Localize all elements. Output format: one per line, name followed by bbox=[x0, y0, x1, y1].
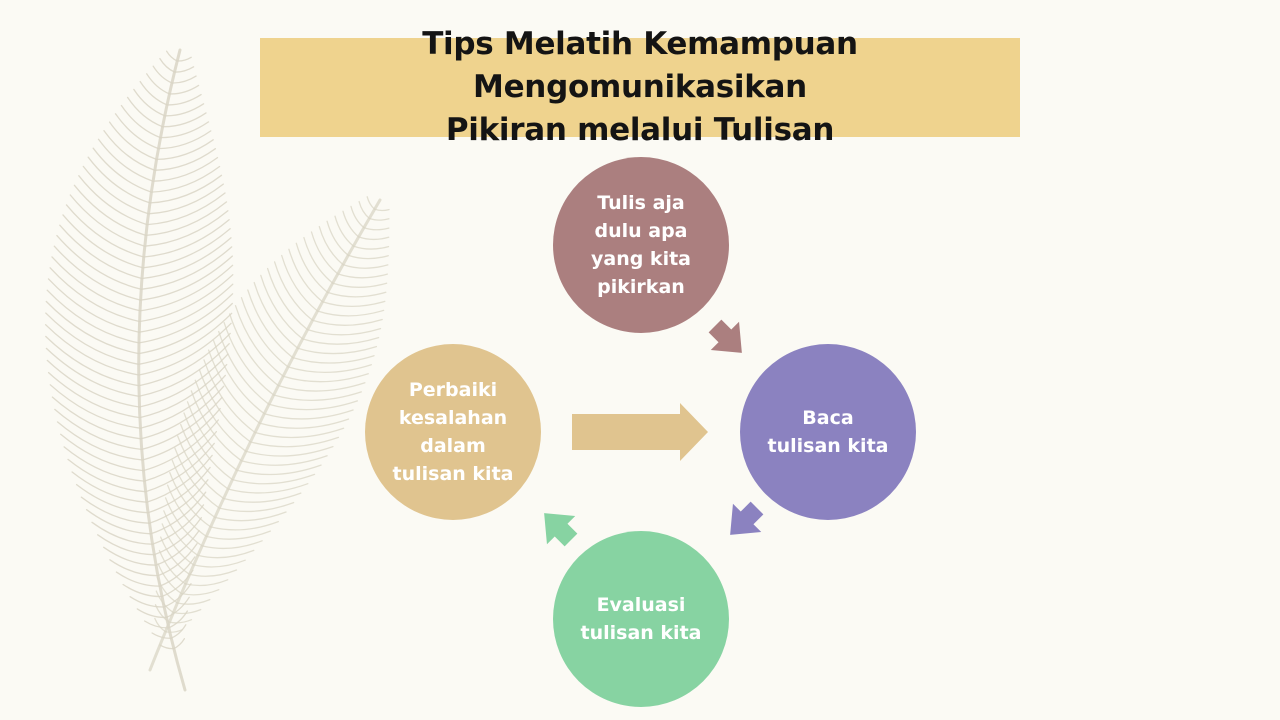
arrow-step3-to-step4 bbox=[544, 513, 578, 547]
step-node-baca: Baca tulisan kita bbox=[740, 344, 916, 520]
arrow-step4-to-step2 bbox=[572, 403, 708, 461]
step-label: Evaluasi tulisan kita bbox=[580, 594, 702, 644]
step-label: Tulis aja dulu apa yang kita pikirkan bbox=[590, 192, 691, 298]
arrow-step2-to-step3 bbox=[730, 501, 764, 535]
step-node-tulis: Tulis aja dulu apa yang kita pikirkan bbox=[553, 157, 729, 333]
page-title: Tips Melatih Kemampuan Mengomunikasikan … bbox=[422, 26, 858, 148]
step-node-perbaiki: Perbaiki kesalahan dalam tulisan kita bbox=[365, 344, 541, 520]
step-node-evaluasi: Evaluasi tulisan kita bbox=[553, 531, 729, 707]
arrow-step1-to-step2 bbox=[708, 319, 742, 353]
feather-illustration bbox=[44, 48, 390, 692]
step-label: Perbaiki kesalahan dalam tulisan kita bbox=[392, 379, 514, 485]
step-label: Baca tulisan kita bbox=[767, 407, 889, 457]
title-box: Tips Melatih Kemampuan Mengomunikasikan … bbox=[260, 26, 1020, 148]
